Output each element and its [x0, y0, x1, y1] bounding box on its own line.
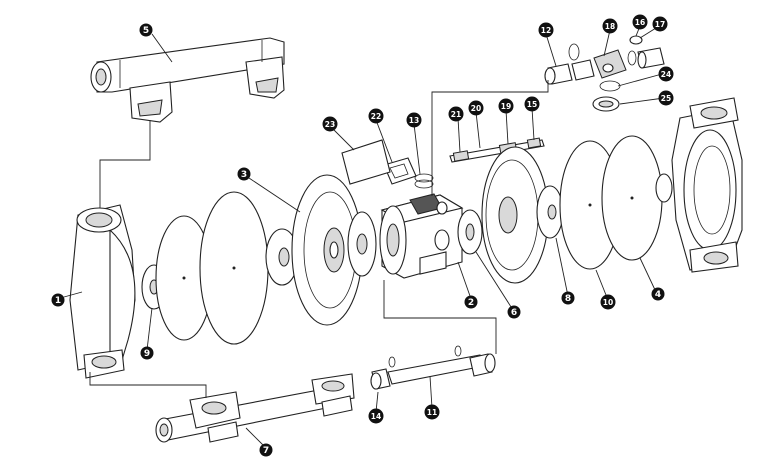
- callout-circle: [259, 443, 273, 457]
- part-backup-diaphragm-right: [601, 135, 663, 261]
- callout-circle: [448, 106, 464, 122]
- part-gasket: [383, 157, 417, 185]
- callout-number: 6: [511, 308, 517, 318]
- callout-17: 17: [652, 16, 668, 32]
- callout-circle: [632, 14, 648, 30]
- callout-7: 7: [259, 443, 273, 457]
- callout-24: 24: [658, 66, 674, 82]
- callout-circle: [507, 305, 521, 319]
- callout-number: 20: [471, 104, 481, 113]
- callout-4: 4: [651, 287, 665, 301]
- callout-22: 22: [368, 108, 384, 124]
- callout-circle: [322, 116, 338, 132]
- callout-circle: [237, 167, 251, 181]
- callout-number: 13: [409, 116, 419, 125]
- assembly-connector-lines: [89, 80, 549, 398]
- part-left-chamber: [69, 204, 136, 379]
- callout-12: 12: [538, 22, 554, 38]
- callout-number: 2: [468, 298, 474, 308]
- callout-circle: [600, 294, 616, 310]
- part-lower-shaft: [370, 345, 496, 390]
- callout-number: 21: [451, 110, 461, 119]
- callout-circle: [651, 287, 665, 301]
- callout-15: 15: [524, 96, 540, 112]
- callout-number: 5: [143, 26, 149, 36]
- callout-leader-lines: [63, 25, 665, 449]
- callout-13: 13: [406, 112, 422, 128]
- callout-number: 7: [263, 446, 269, 456]
- callout-circle: [658, 90, 674, 106]
- callout-20: 20: [468, 100, 484, 116]
- part-inner-plate-right: [457, 209, 483, 255]
- callout-number: 18: [605, 22, 615, 31]
- callout-circle: [524, 96, 540, 112]
- callout-circle: [498, 98, 514, 114]
- callout-number: 24: [661, 70, 671, 79]
- callout-circle: [368, 408, 384, 424]
- callout-circle: [561, 291, 575, 305]
- callout-number: 3: [241, 170, 247, 180]
- part-outer-plate-right: [536, 185, 564, 239]
- callout-circle: [406, 112, 422, 128]
- callout-number: 25: [661, 94, 671, 103]
- callout-number: 1: [55, 296, 61, 306]
- part-upper-manifold: [90, 37, 285, 123]
- part-right-chamber: [671, 97, 743, 273]
- part-seal-left: [347, 211, 377, 277]
- part-diaphragm-left: [199, 191, 269, 345]
- callout-number: 23: [325, 120, 335, 129]
- callout-number: 17: [655, 20, 665, 29]
- callout-number: 11: [427, 408, 437, 417]
- callout-8: 8: [561, 291, 575, 305]
- callout-circle: [538, 22, 554, 38]
- callout-circle: [464, 295, 478, 309]
- part-cover-plate: [341, 139, 391, 185]
- callout-number: 19: [501, 102, 511, 111]
- callout-16: 16: [632, 14, 648, 30]
- part-plate-right-small: [655, 173, 673, 203]
- part-center-cover-left: [291, 174, 363, 326]
- callout-circle: [424, 404, 440, 420]
- callout-circle: [658, 66, 674, 82]
- callout-6: 6: [507, 305, 521, 319]
- callout-11: 11: [424, 404, 440, 420]
- part-lower-manifold: [155, 373, 355, 443]
- callout-number: 12: [541, 26, 551, 35]
- callout-19: 19: [498, 98, 514, 114]
- part-air-valve-assembly: [544, 35, 665, 112]
- callout-23: 23: [322, 116, 338, 132]
- callout-2: 2: [464, 295, 478, 309]
- callout-1: 1: [51, 293, 65, 307]
- callout-number: 22: [371, 112, 381, 121]
- callout-circle: [51, 293, 65, 307]
- callout-number: 16: [635, 18, 645, 27]
- callout-25: 25: [658, 90, 674, 106]
- callout-9: 9: [140, 346, 154, 360]
- part-orings: [414, 173, 434, 189]
- callout-10: 10: [600, 294, 616, 310]
- callout-circle: [602, 18, 618, 34]
- callout-5: 5: [139, 23, 153, 37]
- callout-number: 14: [371, 412, 381, 421]
- callout-circle: [140, 346, 154, 360]
- callout-circle: [368, 108, 384, 124]
- callout-18: 18: [602, 18, 618, 34]
- callout-number: 4: [655, 290, 661, 300]
- callout-number: 8: [565, 294, 571, 304]
- callout-3: 3: [237, 167, 251, 181]
- callout-14: 14: [368, 408, 384, 424]
- callout-number: 15: [527, 100, 537, 109]
- callout-21: 21: [448, 106, 464, 122]
- part-center-block: [379, 193, 464, 279]
- callout-circle: [652, 16, 668, 32]
- callout-circle: [139, 23, 153, 37]
- callout-circle: [468, 100, 484, 116]
- callout-number: 9: [144, 349, 150, 359]
- callout-number: 10: [603, 298, 613, 307]
